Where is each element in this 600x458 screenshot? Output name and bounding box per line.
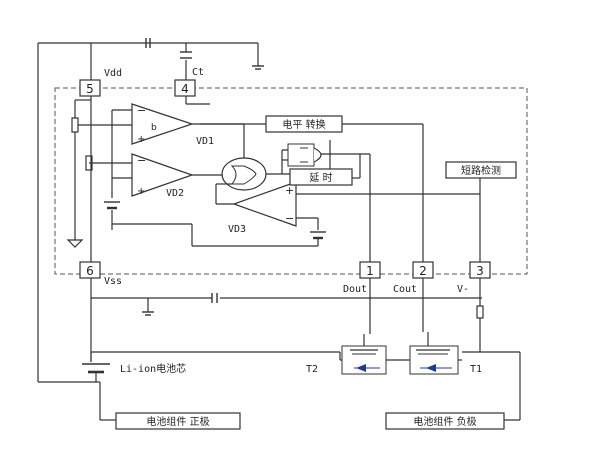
pin-4-label: 4 [181, 82, 189, 96]
pin-3: 3 [469, 261, 491, 279]
short-circuit-block: 短路检测 [445, 161, 517, 179]
vd1-label: VD1 [196, 136, 214, 147]
svg-text:+: + [137, 186, 145, 197]
pin-4: 4 [174, 79, 196, 97]
flip-flop [287, 143, 322, 167]
mosfet-t1 [409, 345, 459, 375]
pin-1: 1 [359, 261, 381, 279]
or-gate [221, 157, 267, 191]
ground-bottom-icon [142, 311, 154, 316]
cell-label: Li-ion电池芯 [120, 362, 186, 375]
comparator-vd1: − b + [131, 103, 194, 145]
pin-6: 6 [79, 261, 101, 279]
pin-2-label: 2 [419, 264, 427, 278]
delay-block: 延 时 [289, 168, 353, 186]
vdd-label: Vdd [104, 68, 122, 79]
comparator-vd2: − + [131, 153, 194, 197]
svg-text:−: − [285, 212, 294, 225]
t2-label: T2 [306, 364, 318, 375]
svg-text:+: + [137, 134, 145, 145]
pin-1-label: 1 [366, 264, 374, 278]
vd3-label: VD3 [228, 224, 246, 235]
pin-6-label: 6 [86, 264, 94, 278]
dout-label: Dout [343, 284, 367, 295]
li-ion-cell [82, 363, 110, 382]
svg-text:−: − [137, 154, 146, 167]
svg-text:b: b [151, 123, 157, 133]
reference-source [104, 109, 132, 220]
pin-5-label: 5 [86, 82, 94, 96]
negative-terminal: 电池组件 负极 [385, 412, 505, 430]
capacitor-bottom [211, 293, 218, 303]
vminus-label: V- [457, 284, 469, 295]
resistor-v-minus [476, 305, 484, 319]
cout-label: Cout [393, 284, 417, 295]
short-circuit-label: 短路检测 [461, 164, 501, 177]
positive-terminal: 电池组件 正极 [115, 412, 241, 430]
pin-5: 5 [79, 79, 101, 97]
mosfet-t2 [341, 345, 387, 375]
positive-terminal-label: 电池组件 正极 [146, 415, 209, 428]
capacitor-ct [180, 51, 192, 59]
pin-2: 2 [412, 261, 434, 279]
level-shift-block: 电平 转换 [265, 115, 343, 133]
ic-boundary [54, 87, 528, 275]
capacitor-top [145, 38, 151, 48]
level-shift-label: 电平 转换 [282, 118, 325, 131]
vd2-label: VD2 [166, 188, 184, 199]
ct-label: Ct [192, 67, 204, 78]
top-wiring [37, 42, 259, 383]
resistor-divider [71, 99, 132, 240]
vd3-reference [296, 217, 326, 246]
ground-top-icon [252, 65, 264, 70]
pin-3-label: 3 [476, 264, 484, 278]
svg-text:−: − [137, 104, 146, 117]
vss-label: Vss [104, 276, 122, 287]
ground-left-icon [66, 239, 84, 248]
negative-terminal-label: 电池组件 负极 [413, 415, 476, 428]
comparator-vd3: + − [232, 181, 297, 227]
delay-label: 延 时 [309, 172, 332, 184]
svg-text:+: + [285, 184, 294, 197]
t1-label: T1 [470, 364, 482, 375]
